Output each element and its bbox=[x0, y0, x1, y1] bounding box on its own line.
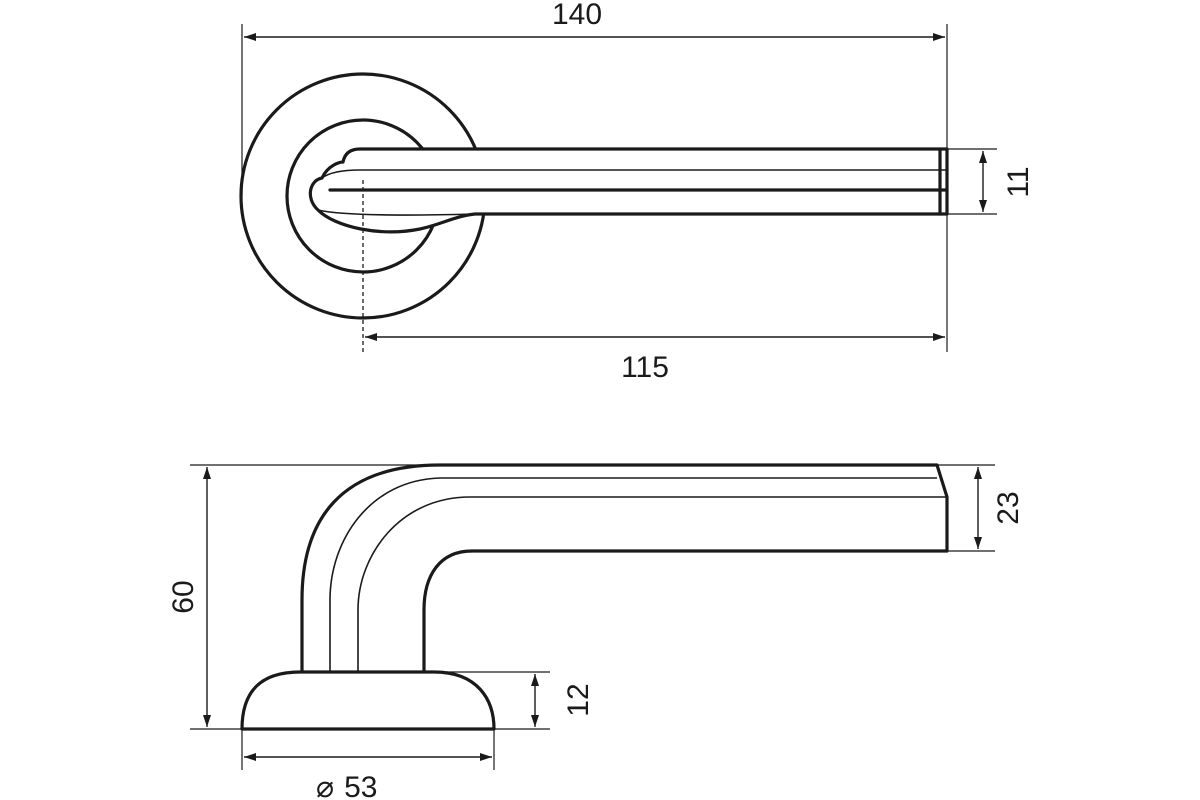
top-view: 140 115 11 bbox=[239, 0, 1035, 384]
dim-label-12: 12 bbox=[562, 683, 595, 716]
dim-value-53: 53 bbox=[344, 771, 377, 800]
side-view: 60 23 12 ⌀ 53 bbox=[167, 463, 1025, 800]
lever-top-underside bbox=[317, 209, 476, 216]
lever-side-line-outer bbox=[329, 477, 937, 672]
dim-label-60: 60 bbox=[167, 580, 200, 613]
lever-top-curl bbox=[321, 169, 361, 179]
dim-label-23: 23 bbox=[992, 491, 1025, 524]
lever-side-line-inner bbox=[357, 496, 947, 672]
dim-label-11: 11 bbox=[1002, 166, 1035, 197]
diameter-symbol: ⌀ bbox=[316, 771, 334, 800]
rose-side bbox=[240, 670, 496, 731]
dim-label-53: ⌀ 53 bbox=[316, 771, 377, 800]
dim-label-140: 140 bbox=[552, 0, 602, 31]
lever-side-body bbox=[300, 463, 949, 674]
dim-label-115: 115 bbox=[621, 351, 669, 384]
